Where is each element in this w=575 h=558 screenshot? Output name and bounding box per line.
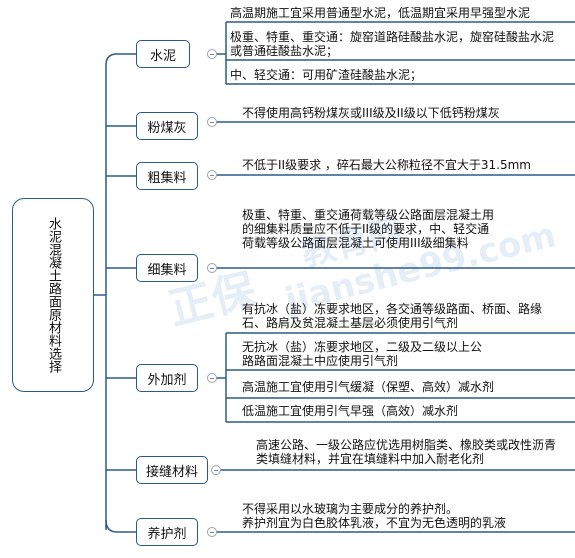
- collapse-toggle-icon[interactable]: [207, 170, 217, 180]
- branch-label: 粉煤灰: [147, 120, 187, 136]
- collapse-toggle-icon[interactable]: [207, 373, 217, 383]
- leaf-coarse-aggregate-1: 不低于II级要求 ，碎石最大公称粒径不宜大于31.5mm: [242, 158, 531, 172]
- branch-coarse-aggregate[interactable]: 粗集料: [136, 162, 198, 190]
- leaf-admixture-4: 低温施工宜使用引气早强（高效）减水剂: [242, 404, 459, 418]
- branch-curing-agent[interactable]: 养护剂: [136, 518, 198, 546]
- leaf-cement-3: 中、轻交通：可用矿渣硅酸盐水泥；: [230, 68, 423, 82]
- leaf-joint-material-1: 高速公路、一级公路应优选用树脂类、橡胶类或改性沥青类填缝材料，并宜在填缝料中加入…: [256, 438, 557, 466]
- branch-label: 外加剂: [147, 372, 187, 388]
- leaf-admixture-1: 有抗冰（盐）冻要求地区，各交通等级路面、桥面、路缘石、路肩及贫混凝土基层必须使用…: [242, 302, 543, 330]
- leaf-curing-agent-2: 养护剂宜为白色胶体乳液，不宜为无色透明的乳液: [242, 516, 507, 530]
- branch-fine-aggregate[interactable]: 细集料: [136, 254, 198, 282]
- branch-label: 粗集料: [147, 170, 187, 186]
- leaf-curing-agent-1: 不得采用以水玻璃为主要成分的养护剂。: [242, 502, 459, 516]
- root-label: 水泥混凝土路面原材料选择: [46, 217, 61, 373]
- leaf-admixture-2: 无抗冰（盐）冻要求地区，二级及二级以上公路路面混凝土中应使用引气剂: [242, 340, 483, 368]
- branch-label: 养护剂: [147, 526, 187, 542]
- branch-joint-material[interactable]: 接缝材料: [136, 456, 208, 484]
- collapse-toggle-icon[interactable]: [207, 117, 217, 127]
- leaf-fine-aggregate-1: 极重、特重、重交通荷载等级公路面层混凝土用的细集料质量应不低于II级的要求，中、…: [242, 208, 495, 250]
- collapse-toggle-icon[interactable]: [211, 465, 221, 475]
- collapse-toggle-icon[interactable]: [207, 263, 217, 273]
- branch-admixture[interactable]: 外加剂: [136, 364, 198, 392]
- root-node[interactable]: 水泥混凝土路面原材料选择: [12, 198, 94, 392]
- branch-label: 接缝材料: [145, 464, 198, 480]
- branch-label: 细集料: [147, 262, 187, 278]
- leaf-fly-ash-1: 不得使用高钙粉煤灰或III级及II级以下低钙粉煤灰: [242, 106, 500, 120]
- collapse-toggle-icon[interactable]: [207, 49, 217, 59]
- collapse-toggle-icon[interactable]: [207, 527, 217, 537]
- leaf-admixture-3: 高温施工宜使用引气缓凝（保塑、高效）减水剂: [242, 380, 495, 394]
- leaf-cement-1: 高温期施工宜采用普通型水泥，低温期宜采用早强型水泥: [230, 6, 531, 20]
- branch-cement[interactable]: 水泥: [136, 40, 190, 68]
- branch-fly-ash[interactable]: 粉煤灰: [136, 112, 198, 140]
- leaf-cement-2: 极重、特重、重交通：旋窑道路硅酸盐水泥，旋窑硅酸盐水泥或普通硅酸盐水泥；: [230, 30, 555, 58]
- branch-label: 水泥: [149, 48, 176, 64]
